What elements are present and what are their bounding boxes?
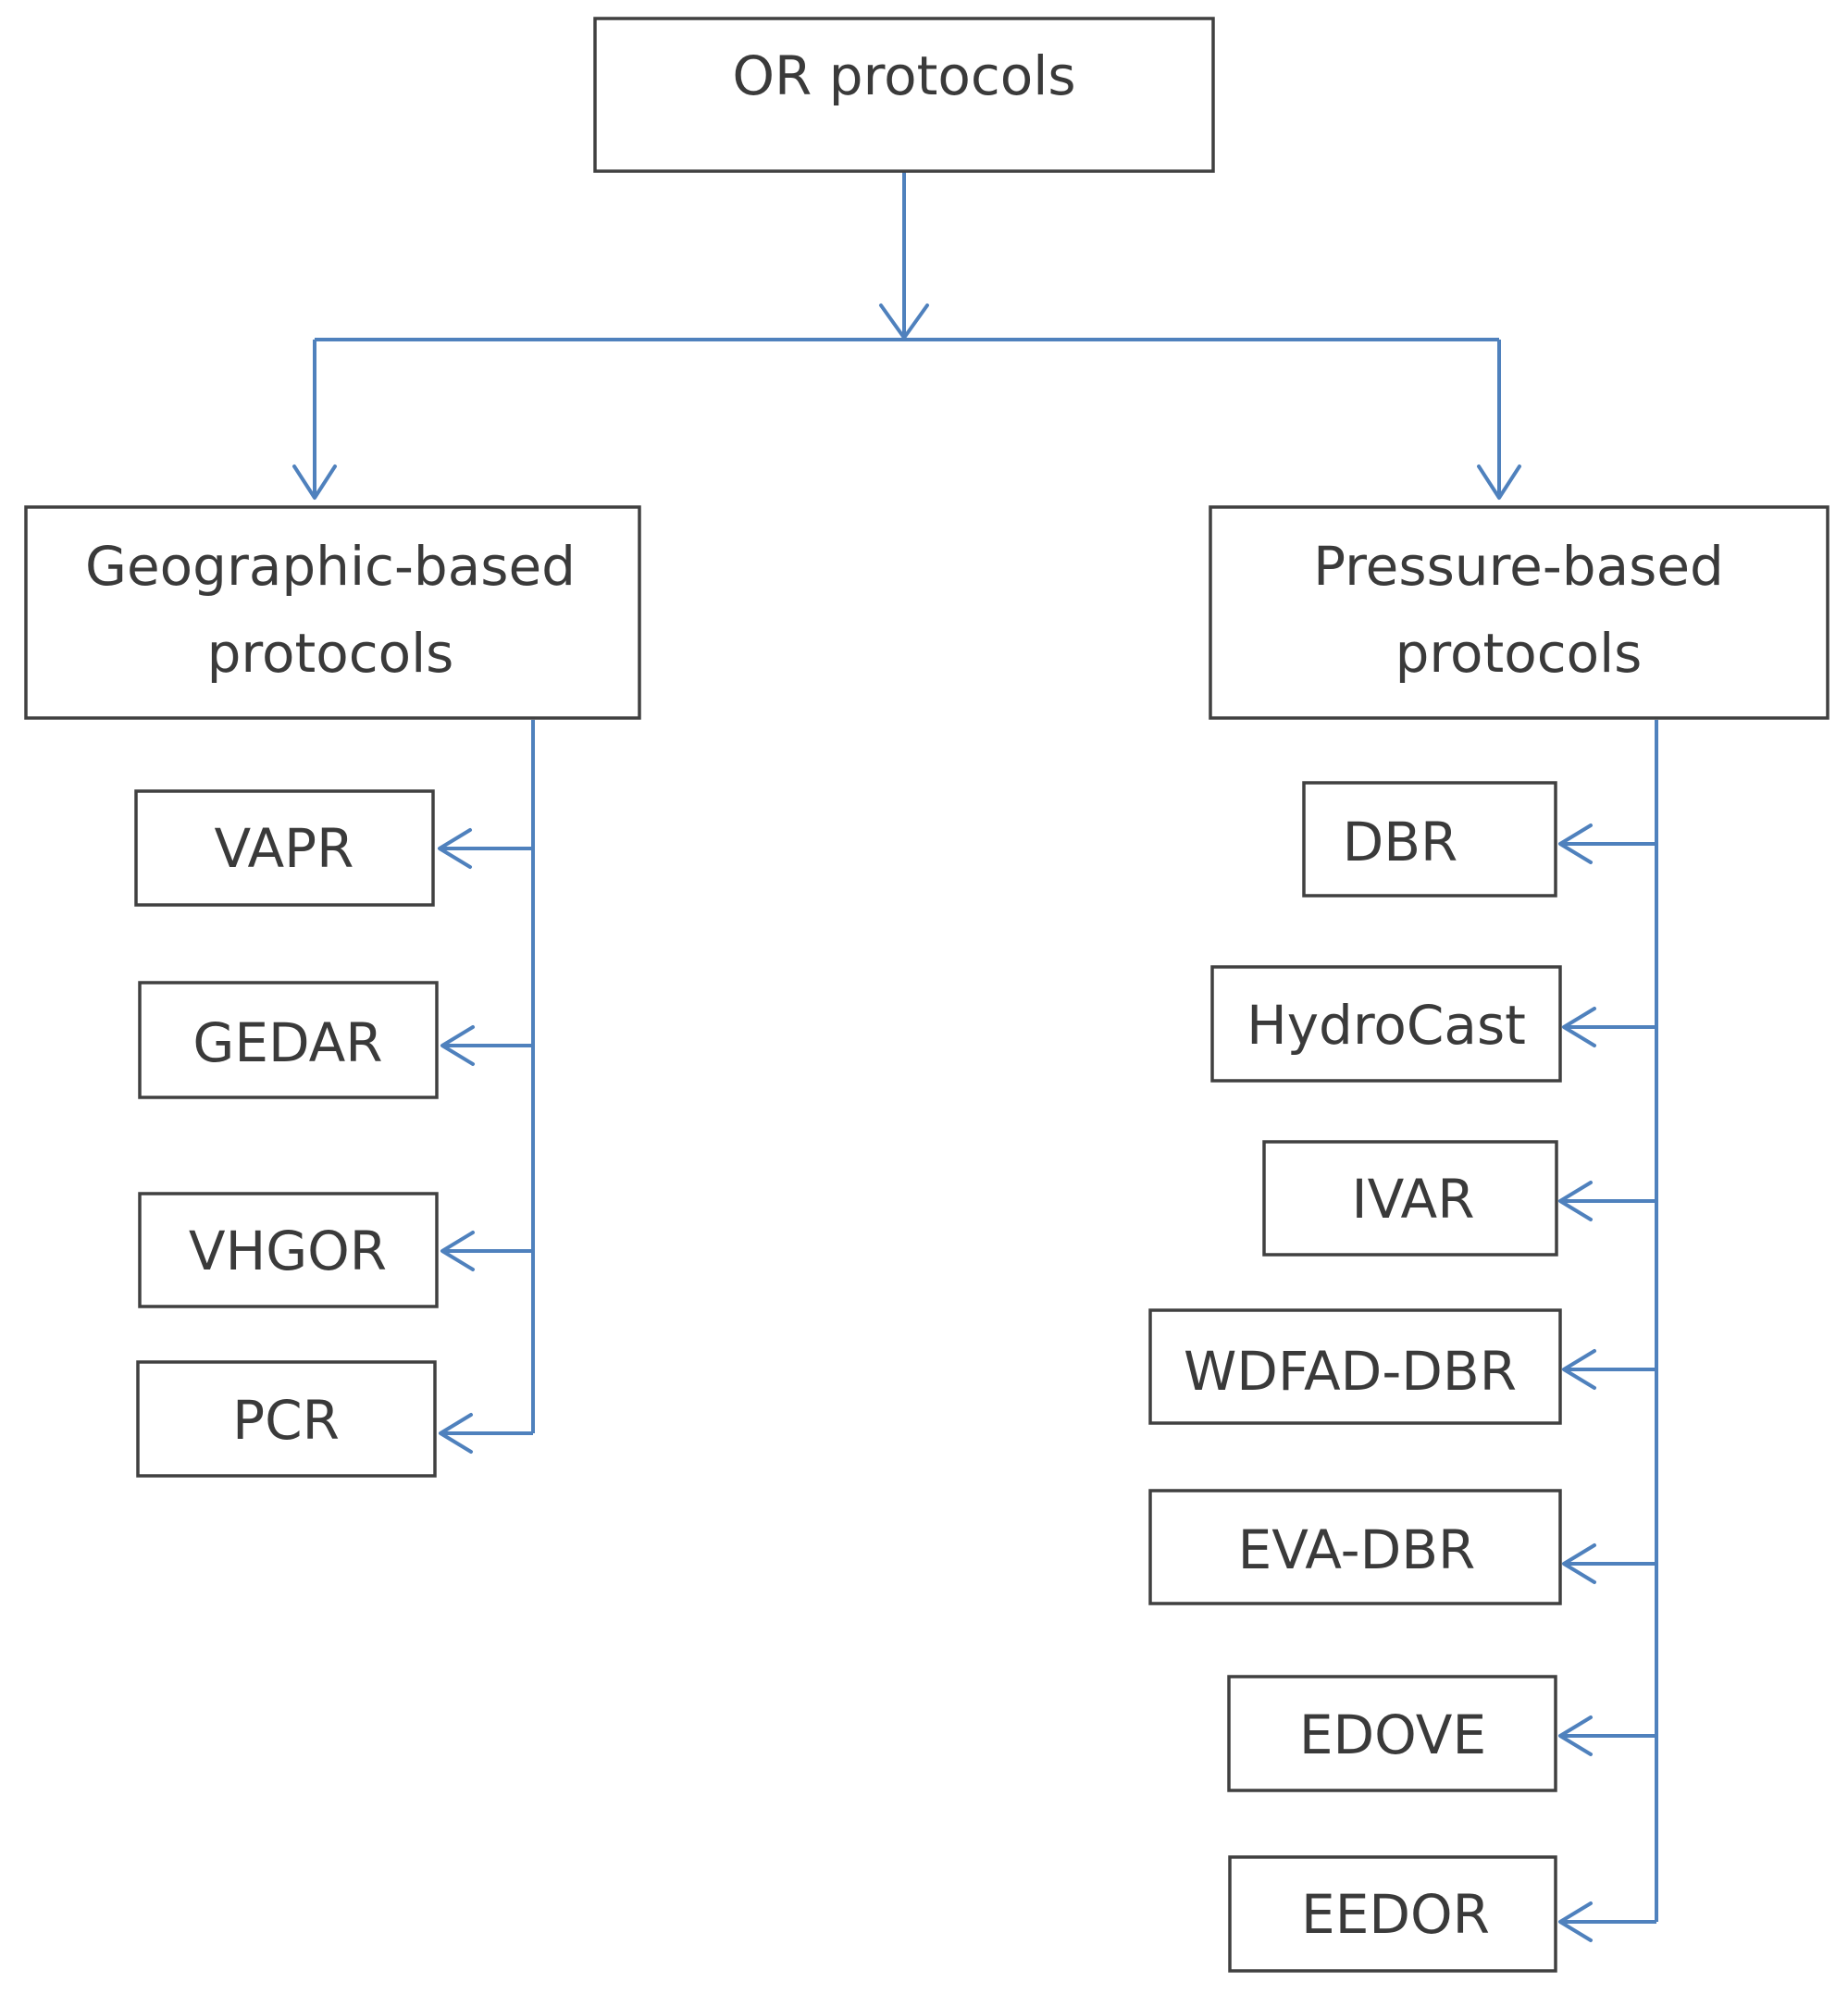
dbr-arrowhead <box>1558 824 1593 864</box>
protocol-node-eva-dbr: EVA-DBR <box>1148 1489 1562 1605</box>
protocol-node-vhgor: VHGOR <box>138 1192 439 1308</box>
edove-arrowhead <box>1558 1715 1593 1756</box>
vhgor-arrowhead <box>440 1231 475 1271</box>
vapr-arrowhead <box>438 828 472 869</box>
geographic-box <box>24 505 641 720</box>
pcr-box <box>136 1360 437 1478</box>
edove-box <box>1227 1675 1557 1792</box>
protocol-node-pcr: PCR <box>136 1360 437 1478</box>
gedar-arrowhead <box>440 1025 475 1066</box>
eedor-arrowhead <box>1558 1901 1593 1942</box>
vapr-label: VAPR <box>215 817 354 880</box>
hydrocast-label: HydroCast <box>1246 994 1526 1057</box>
pcr-label: PCR <box>232 1389 340 1452</box>
ivar-box <box>1262 1140 1558 1257</box>
eedor-box <box>1228 1855 1557 1973</box>
vapr-box <box>134 789 435 907</box>
protocol-node-gedar: GEDAR <box>138 981 439 1099</box>
connectors <box>292 171 1658 1942</box>
ivar-label: IVAR <box>1351 1168 1474 1231</box>
eva-dbr-label: EVA-DBR <box>1238 1518 1476 1581</box>
root-node: OR protocols <box>593 17 1215 173</box>
geographic-children: VAPR GEDAR VHGOR PCR <box>134 789 439 1478</box>
dbr-label: DBR <box>1343 811 1458 873</box>
root-label: OR protocols <box>732 44 1075 107</box>
dbr-box <box>1302 781 1557 898</box>
gedar-box <box>138 981 439 1099</box>
protocol-node-edove: EDOVE <box>1227 1675 1557 1792</box>
gedar-label: GEDAR <box>192 1011 382 1074</box>
protocol-node-eedor: EEDOR <box>1228 1855 1557 1973</box>
wdfad-dbr-label: WDFAD-DBR <box>1184 1340 1517 1403</box>
vhgor-label: VHGOR <box>189 1220 387 1282</box>
eedor-label: EEDOR <box>1301 1883 1490 1946</box>
pressure-arrowhead <box>1477 464 1521 500</box>
edove-label: EDOVE <box>1299 1703 1486 1766</box>
eva-dbr-arrowhead <box>1562 1543 1596 1584</box>
geographic-label-line1: Geographic-based <box>85 535 576 598</box>
wdfad-dbr-arrowhead <box>1562 1349 1596 1390</box>
protocol-node-wdfad-dbr: WDFAD-DBR <box>1148 1308 1562 1425</box>
protocol-node-vapr: VAPR <box>134 789 435 907</box>
wdfad-dbr-box <box>1148 1308 1562 1425</box>
protocol-node-ivar: IVAR <box>1262 1140 1558 1257</box>
geographic-label-line2: protocols <box>207 622 454 685</box>
pressure-label-line2: protocols <box>1395 622 1643 685</box>
ivar-arrowhead <box>1558 1181 1593 1221</box>
protocol-node-dbr: DBR <box>1302 781 1557 898</box>
hydrocast-box <box>1210 965 1562 1083</box>
eva-dbr-box <box>1148 1489 1562 1605</box>
geographic-arrowhead <box>292 464 337 500</box>
vhgor-box <box>138 1192 439 1308</box>
pcr-arrowhead <box>439 1413 473 1454</box>
geographic-node: Geographic-based protocols <box>24 505 641 720</box>
pressure-box <box>1209 505 1829 720</box>
pressure-node: Pressure-based protocols <box>1209 505 1829 720</box>
protocol-node-hydrocast: HydroCast <box>1210 965 1562 1083</box>
hydrocast-arrowhead <box>1562 1007 1596 1047</box>
pressure-children: DBR HydroCast IVAR WDFAD-DBR EVA-DBR EDO… <box>1148 781 1562 1973</box>
root-box <box>593 17 1215 173</box>
pressure-label-line1: Pressure-based <box>1313 535 1724 598</box>
